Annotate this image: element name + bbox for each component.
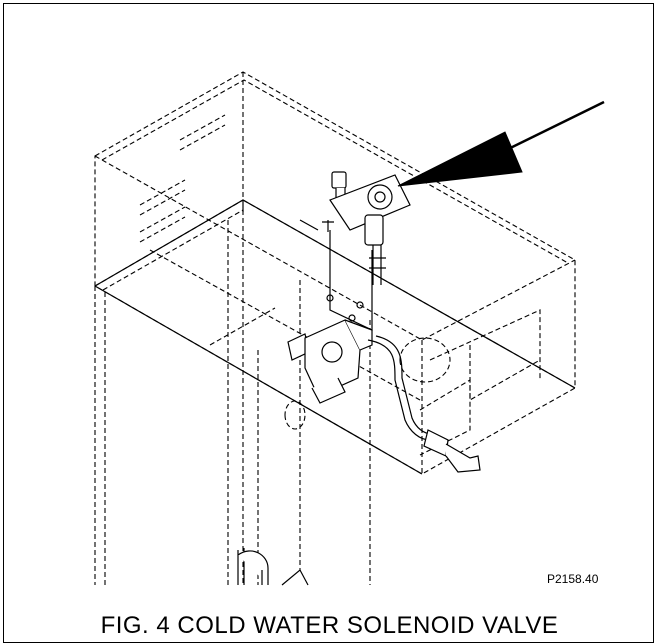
water-tube-icon — [367, 335, 433, 441]
cabinet-hidden-lines — [94, 71, 576, 585]
figure-caption: FIG. 4 COLD WATER SOLENOID VALVE — [100, 612, 559, 639]
pointer-arrow-icon — [397, 100, 605, 187]
cabinet-solid-lines — [94, 199, 576, 475]
cold-water-solenoid-valve-icon — [322, 171, 411, 285]
lower-solenoid-valve-icon — [287, 319, 373, 404]
figure-frame — [3, 3, 654, 643]
part-number-label: P2158.40 — [547, 572, 599, 586]
handle-bracket-icon — [237, 548, 309, 586]
faucet-nozzle-icon — [423, 429, 481, 473]
